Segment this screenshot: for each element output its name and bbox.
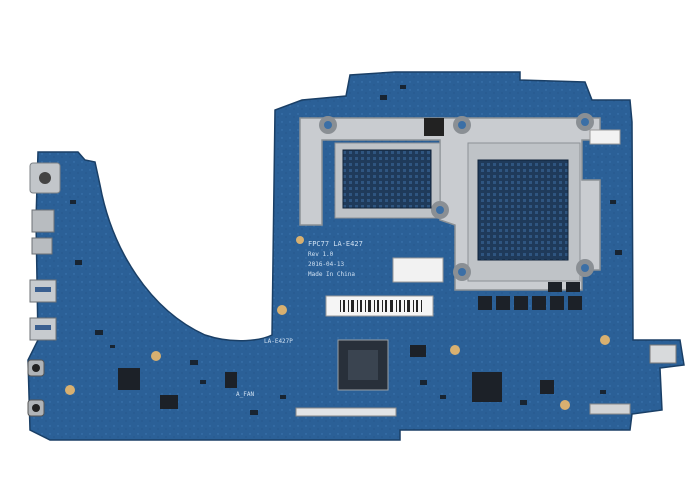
io-ports	[27, 162, 61, 417]
ic-chip	[472, 372, 502, 402]
ic-chip	[410, 345, 426, 357]
ic-chip	[225, 372, 237, 388]
label-stickers	[325, 129, 621, 317]
silk-date: 2016-04-13	[308, 261, 345, 268]
connector	[589, 403, 631, 415]
cpu-socket	[342, 149, 432, 209]
silk-origin: Made In China	[308, 271, 355, 278]
ic-chip	[540, 380, 554, 394]
connector	[649, 344, 677, 364]
power-stage	[478, 282, 582, 310]
silk-rev: Rev 1.0	[308, 251, 334, 258]
hdmi-port	[31, 209, 55, 233]
mini-displayport	[31, 237, 53, 255]
gpu-die	[477, 159, 569, 261]
silk-model: FPC77 LA-E427	[308, 240, 363, 248]
mounting-holes	[65, 236, 610, 410]
ic-chip	[118, 368, 140, 390]
connector	[295, 407, 397, 417]
ic-chip	[160, 395, 178, 409]
silk-small: A_FAN	[236, 391, 254, 398]
silk-code: LA-E427P	[264, 338, 293, 345]
